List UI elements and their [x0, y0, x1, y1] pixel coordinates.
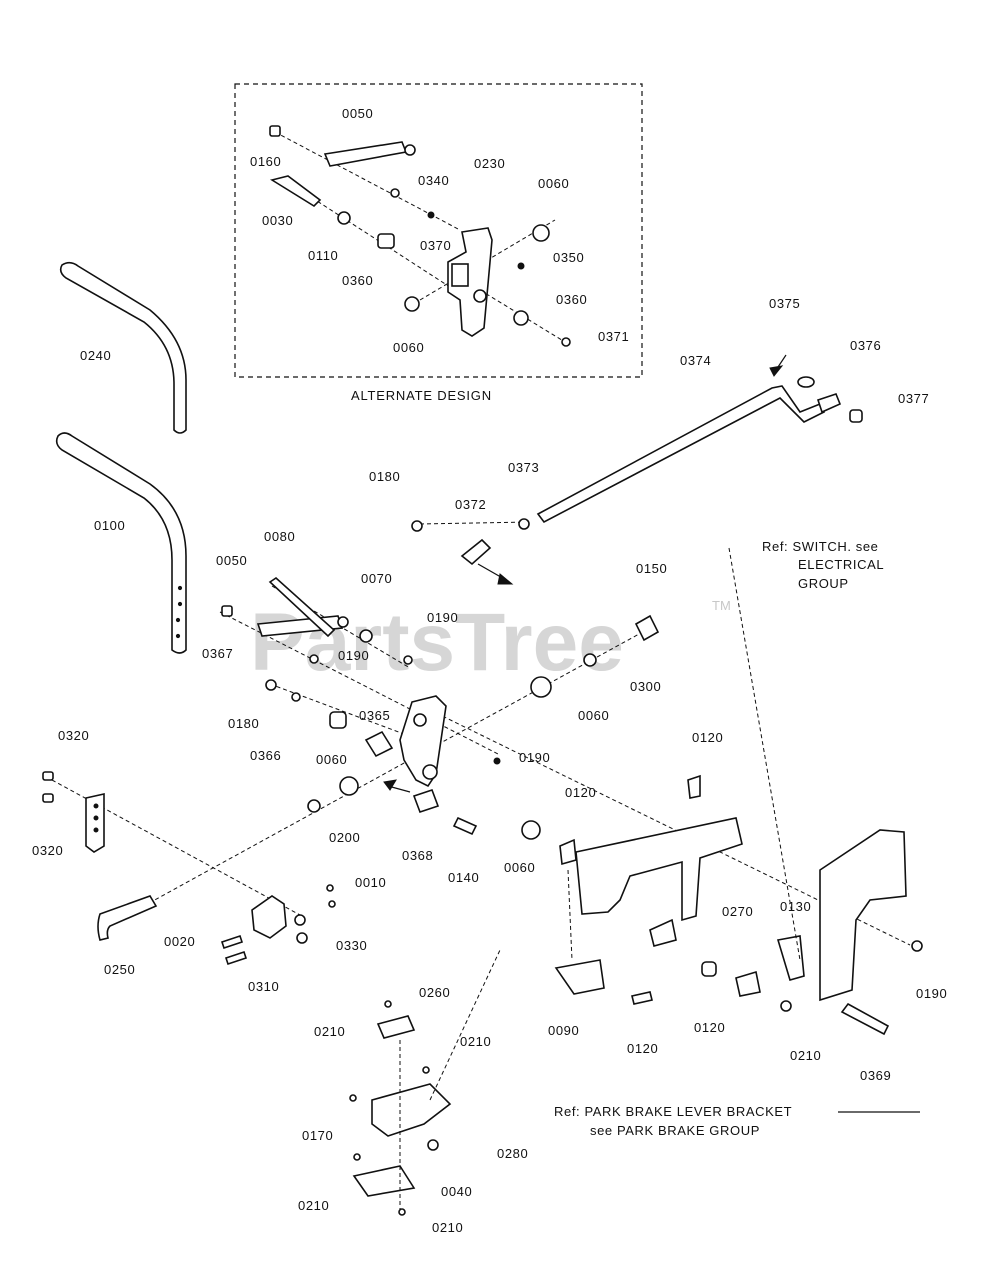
part-callout: 0120	[565, 785, 596, 800]
part-callout: 0120	[627, 1041, 658, 1056]
part-callout: 0060	[504, 860, 535, 875]
part-callout: 0365	[359, 708, 390, 723]
part-callout: 0210	[460, 1034, 491, 1049]
part-callout: 0367	[202, 646, 233, 661]
part-callout: 0100	[94, 518, 125, 533]
part-callout: 0366	[250, 748, 281, 763]
alternate-design-parts	[269, 125, 571, 347]
part-callout: 0050	[342, 106, 373, 121]
part-callout: 0373	[508, 460, 539, 475]
part-callout: 0180	[228, 716, 259, 731]
part-callout: 0340	[418, 173, 449, 188]
part-callout: 0360	[556, 292, 587, 307]
part-callout: 0210	[298, 1198, 329, 1213]
part-callout: 0060	[578, 708, 609, 723]
part-callout: 0060	[316, 752, 347, 767]
part-callout: 0310	[248, 979, 279, 994]
part-callout: 0210	[314, 1024, 345, 1039]
part-callout: 0210	[432, 1220, 463, 1235]
part-callout: 0371	[598, 329, 629, 344]
trademark-mark: TM	[712, 598, 731, 613]
part-callout: 0368	[402, 848, 433, 863]
ref-park-brake-line2: see PARK BRAKE GROUP	[590, 1123, 760, 1138]
part-callout: 0110	[308, 248, 338, 263]
part-callout: 0030	[262, 213, 293, 228]
part-callout: 0369	[860, 1068, 891, 1083]
part-callout: 0020	[164, 934, 195, 949]
part-callout: 0190	[519, 750, 550, 765]
shift-rod-assembly	[411, 354, 863, 585]
part-callout: 0120	[692, 730, 723, 745]
part-callout: 0060	[538, 176, 569, 191]
part-callout: 0080	[264, 529, 295, 544]
part-callout: 0250	[104, 962, 135, 977]
part-callout: 0170	[302, 1128, 333, 1143]
part-callout: 0240	[80, 348, 111, 363]
main-lever-assembly	[51, 576, 911, 946]
part-callout: 0190	[427, 610, 458, 625]
alternate-design-box	[234, 83, 643, 378]
part-callout: 0150	[636, 561, 667, 576]
part-callout: 0300	[630, 679, 661, 694]
part-callout: 0330	[336, 938, 367, 953]
part-callout: 0200	[329, 830, 360, 845]
part-callout: 0060	[393, 340, 424, 355]
part-callout: 0180	[369, 469, 400, 484]
part-callout: 0370	[420, 238, 451, 253]
part-callout: 0270	[722, 904, 753, 919]
part-callout: 0040	[441, 1184, 472, 1199]
part-callout: 0280	[497, 1146, 528, 1161]
part-callout: 0190	[338, 648, 369, 663]
part-callout: 0160	[250, 154, 281, 169]
part-callout: 0374	[680, 353, 711, 368]
part-callout: 0320	[58, 728, 89, 743]
part-callout: 0230	[474, 156, 505, 171]
part-callout: 0050	[216, 553, 247, 568]
ref-switch-line2: ELECTRICAL	[798, 557, 884, 572]
part-callout: 0120	[694, 1020, 725, 1035]
part-callouts: 0050 0160 0230 0340 0060 0030 0110 0370 …	[32, 106, 947, 1235]
part-callout: 0376	[850, 338, 881, 353]
ref-park-brake-line1: Ref: PARK BRAKE LEVER BRACKET	[554, 1104, 792, 1119]
part-callout: 0190	[916, 986, 947, 1001]
part-callout: 0090	[548, 1023, 579, 1038]
ref-switch-line1: Ref: SWITCH. see	[762, 539, 879, 554]
part-callout: 0372	[455, 497, 486, 512]
part-callout: 0140	[448, 870, 479, 885]
alternate-design-caption: ALTERNATE DESIGN	[351, 388, 492, 403]
part-callout: 0260	[419, 985, 450, 1000]
part-callout: 0360	[342, 273, 373, 288]
part-callout: 0375	[769, 296, 800, 311]
part-callout: 0070	[361, 571, 392, 586]
part-callout: 0130	[780, 899, 811, 914]
left-lower-parts	[42, 771, 336, 966]
bracket-assembly	[554, 547, 923, 1036]
part-callout: 0350	[553, 250, 584, 265]
ref-switch-line3: GROUP	[798, 576, 849, 591]
part-callout: 0377	[898, 391, 929, 406]
handle-tubes	[55, 261, 187, 654]
part-callout: 0320	[32, 843, 63, 858]
part-callout: 0010	[355, 875, 386, 890]
lower-bracket	[349, 949, 501, 1216]
part-callout: 0210	[790, 1048, 821, 1063]
